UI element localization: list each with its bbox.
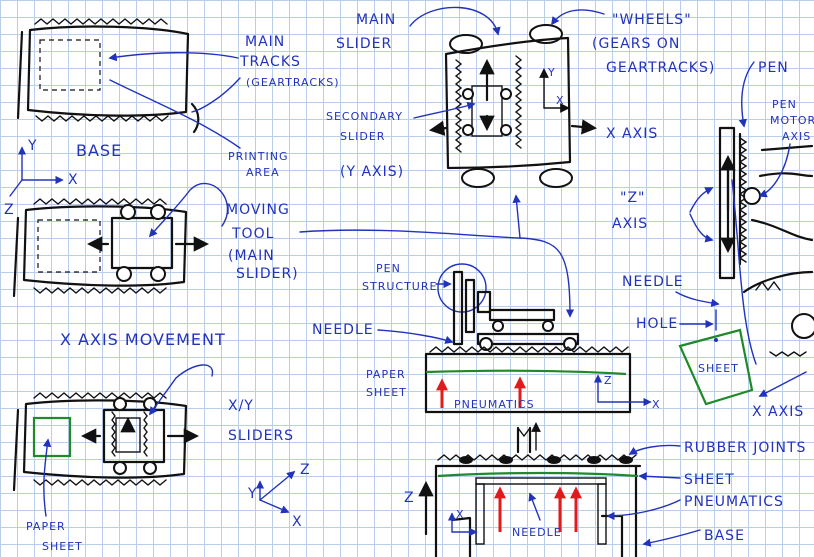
- label-pen-structure: PEN: [376, 262, 401, 275]
- label-moving-tool-2: TOOL: [231, 226, 274, 242]
- axis-label-x-left: X: [68, 172, 79, 188]
- label-xy-sliders-2: SLIDERS: [228, 428, 294, 444]
- label-main-tracks-3: (GEARTRACKS): [246, 76, 340, 89]
- axis-label-y-bottom: Y: [247, 486, 258, 502]
- axes-left: [9, 146, 64, 197]
- arrow-printing-area: [109, 79, 241, 149]
- label-secondary-slider-2: SLIDER: [340, 130, 385, 143]
- arrow-z-axis-down: [689, 213, 714, 243]
- arrow-secondary-slider: [413, 101, 476, 119]
- pen-z-axis-sketch: [718, 126, 814, 357]
- label-needle-mid: NEEDLE: [312, 322, 374, 338]
- arrow-main-tracks: [108, 52, 239, 62]
- label-main-tracks-2: TRACKS: [239, 54, 301, 70]
- label-wheels-3: GEARTRACKS): [606, 60, 715, 76]
- main-slider-sketch: [428, 24, 598, 188]
- arrow-pen: [738, 61, 755, 128]
- label-pen: PEN: [758, 60, 789, 76]
- axis-label-z-bottom: Z: [300, 462, 311, 478]
- axis-label-x-slider: X: [556, 94, 565, 107]
- arrow-main-slider: [409, 6, 501, 36]
- label-pen-motor-axis-3: AXIS: [782, 130, 811, 143]
- label-sheet-right: SHEET: [698, 362, 739, 375]
- label-base: BASE: [76, 141, 122, 160]
- label-paper-sheet-mid: PAPER: [366, 368, 406, 381]
- label-z-axis-2: AXIS: [612, 216, 648, 232]
- label-main-tracks: MAIN: [245, 34, 285, 50]
- xy-sliders-sketch: [12, 392, 200, 492]
- arrow-x-axis-right: [758, 371, 807, 397]
- arrow-moving-tool-to-slider: [299, 194, 521, 239]
- label-wheels: "WHEELS": [612, 12, 692, 28]
- label-pneumatics-bottom: PNEUMATICS: [684, 494, 784, 510]
- label-x-axis-right: X AXIS: [752, 404, 804, 420]
- label-paper-sheet-left: PAPER: [26, 520, 66, 533]
- arrow-sheet-ref: [731, 179, 757, 365]
- label-secondary-slider-3: (Y AXIS): [340, 164, 404, 180]
- label-sheet-bottom: SHEET: [684, 472, 735, 488]
- label-needle-bottom: NEEDLE: [512, 526, 562, 539]
- base-sketch: [16, 18, 200, 134]
- arrow-main-tracks-2: [191, 77, 241, 113]
- label-moving-tool: MOVING: [226, 202, 290, 218]
- axis-label-y-slider: Y: [547, 66, 556, 79]
- arrow-paper-sheet-left: [42, 438, 52, 517]
- label-pen-structure-2: STRUCTURE: [362, 280, 437, 293]
- label-x-axis: X AXIS: [606, 126, 658, 142]
- axis-label-y-left: Y: [27, 138, 38, 154]
- label-secondary-slider: SECONDARY: [326, 110, 403, 123]
- label-xy-sliders: X/Y: [228, 398, 254, 414]
- axis-label-z-mid: Z: [604, 374, 613, 387]
- axis-label-z-bottom-mid: Z: [404, 490, 415, 506]
- axis-label-x-bottom-mid: X: [456, 508, 465, 521]
- arrow-pneumatics-bottom: [606, 499, 681, 521]
- label-moving-tool-4: SLIDER): [236, 266, 299, 282]
- label-hole: HOLE: [636, 316, 678, 332]
- label-base-bottom: BASE: [704, 528, 745, 544]
- arrow-needle-mid: [377, 329, 454, 344]
- moving-tool-sketch: [12, 198, 210, 298]
- label-pneumatics-mid: PNEUMATICS: [454, 398, 535, 411]
- arrow-wheels: [551, 9, 605, 26]
- arrow-moving-tool-to-structure: [519, 237, 575, 318]
- label-x-axis-movement: X AXIS MOVEMENT: [60, 330, 226, 349]
- label-paper-sheet-left-2: SHEET: [42, 540, 83, 553]
- arrow-moving-tool: [148, 182, 229, 238]
- arrow-rubber-joints: [628, 444, 681, 455]
- label-paper-sheet-mid-2: SHEET: [366, 386, 407, 399]
- label-main-slider-2: SLIDER: [336, 36, 392, 52]
- arrow-pen-motor: [758, 143, 791, 198]
- arrow-base-bottom: [642, 529, 701, 547]
- label-pen-motor-axis: PEN: [772, 98, 797, 111]
- label-printing-area: PRINTING: [228, 150, 288, 163]
- arrow-z-axis-up: [689, 187, 714, 213]
- arrow-needle-right: [675, 291, 720, 308]
- hole-dot: [714, 338, 718, 342]
- axis-label-x-bottom: X: [292, 514, 303, 530]
- axis-label-z-left: Z: [4, 202, 15, 218]
- pen-structure-sketch: [424, 263, 652, 414]
- arrow-sheet-bottom: [638, 472, 681, 481]
- label-z-axis: "Z": [620, 190, 645, 206]
- label-rubber-joints: RUBBER JOINTS: [684, 440, 806, 456]
- base-cross-section-sketch: [418, 422, 642, 557]
- label-wheels-2: (GEARS ON: [592, 36, 680, 52]
- arrow-xy-sliders: [149, 364, 214, 416]
- label-printing-area-2: AREA: [246, 166, 280, 179]
- label-needle-right: NEEDLE: [622, 274, 684, 290]
- sheet-right-shape: [678, 328, 754, 406]
- label-pen-motor-axis-2: MOTOR: [770, 114, 814, 127]
- label-moving-tool-3: (MAIN: [228, 248, 275, 264]
- axes-bottom-left: [255, 470, 296, 514]
- label-main-slider: MAIN: [356, 12, 396, 28]
- axis-label-x-mid: X: [652, 398, 661, 411]
